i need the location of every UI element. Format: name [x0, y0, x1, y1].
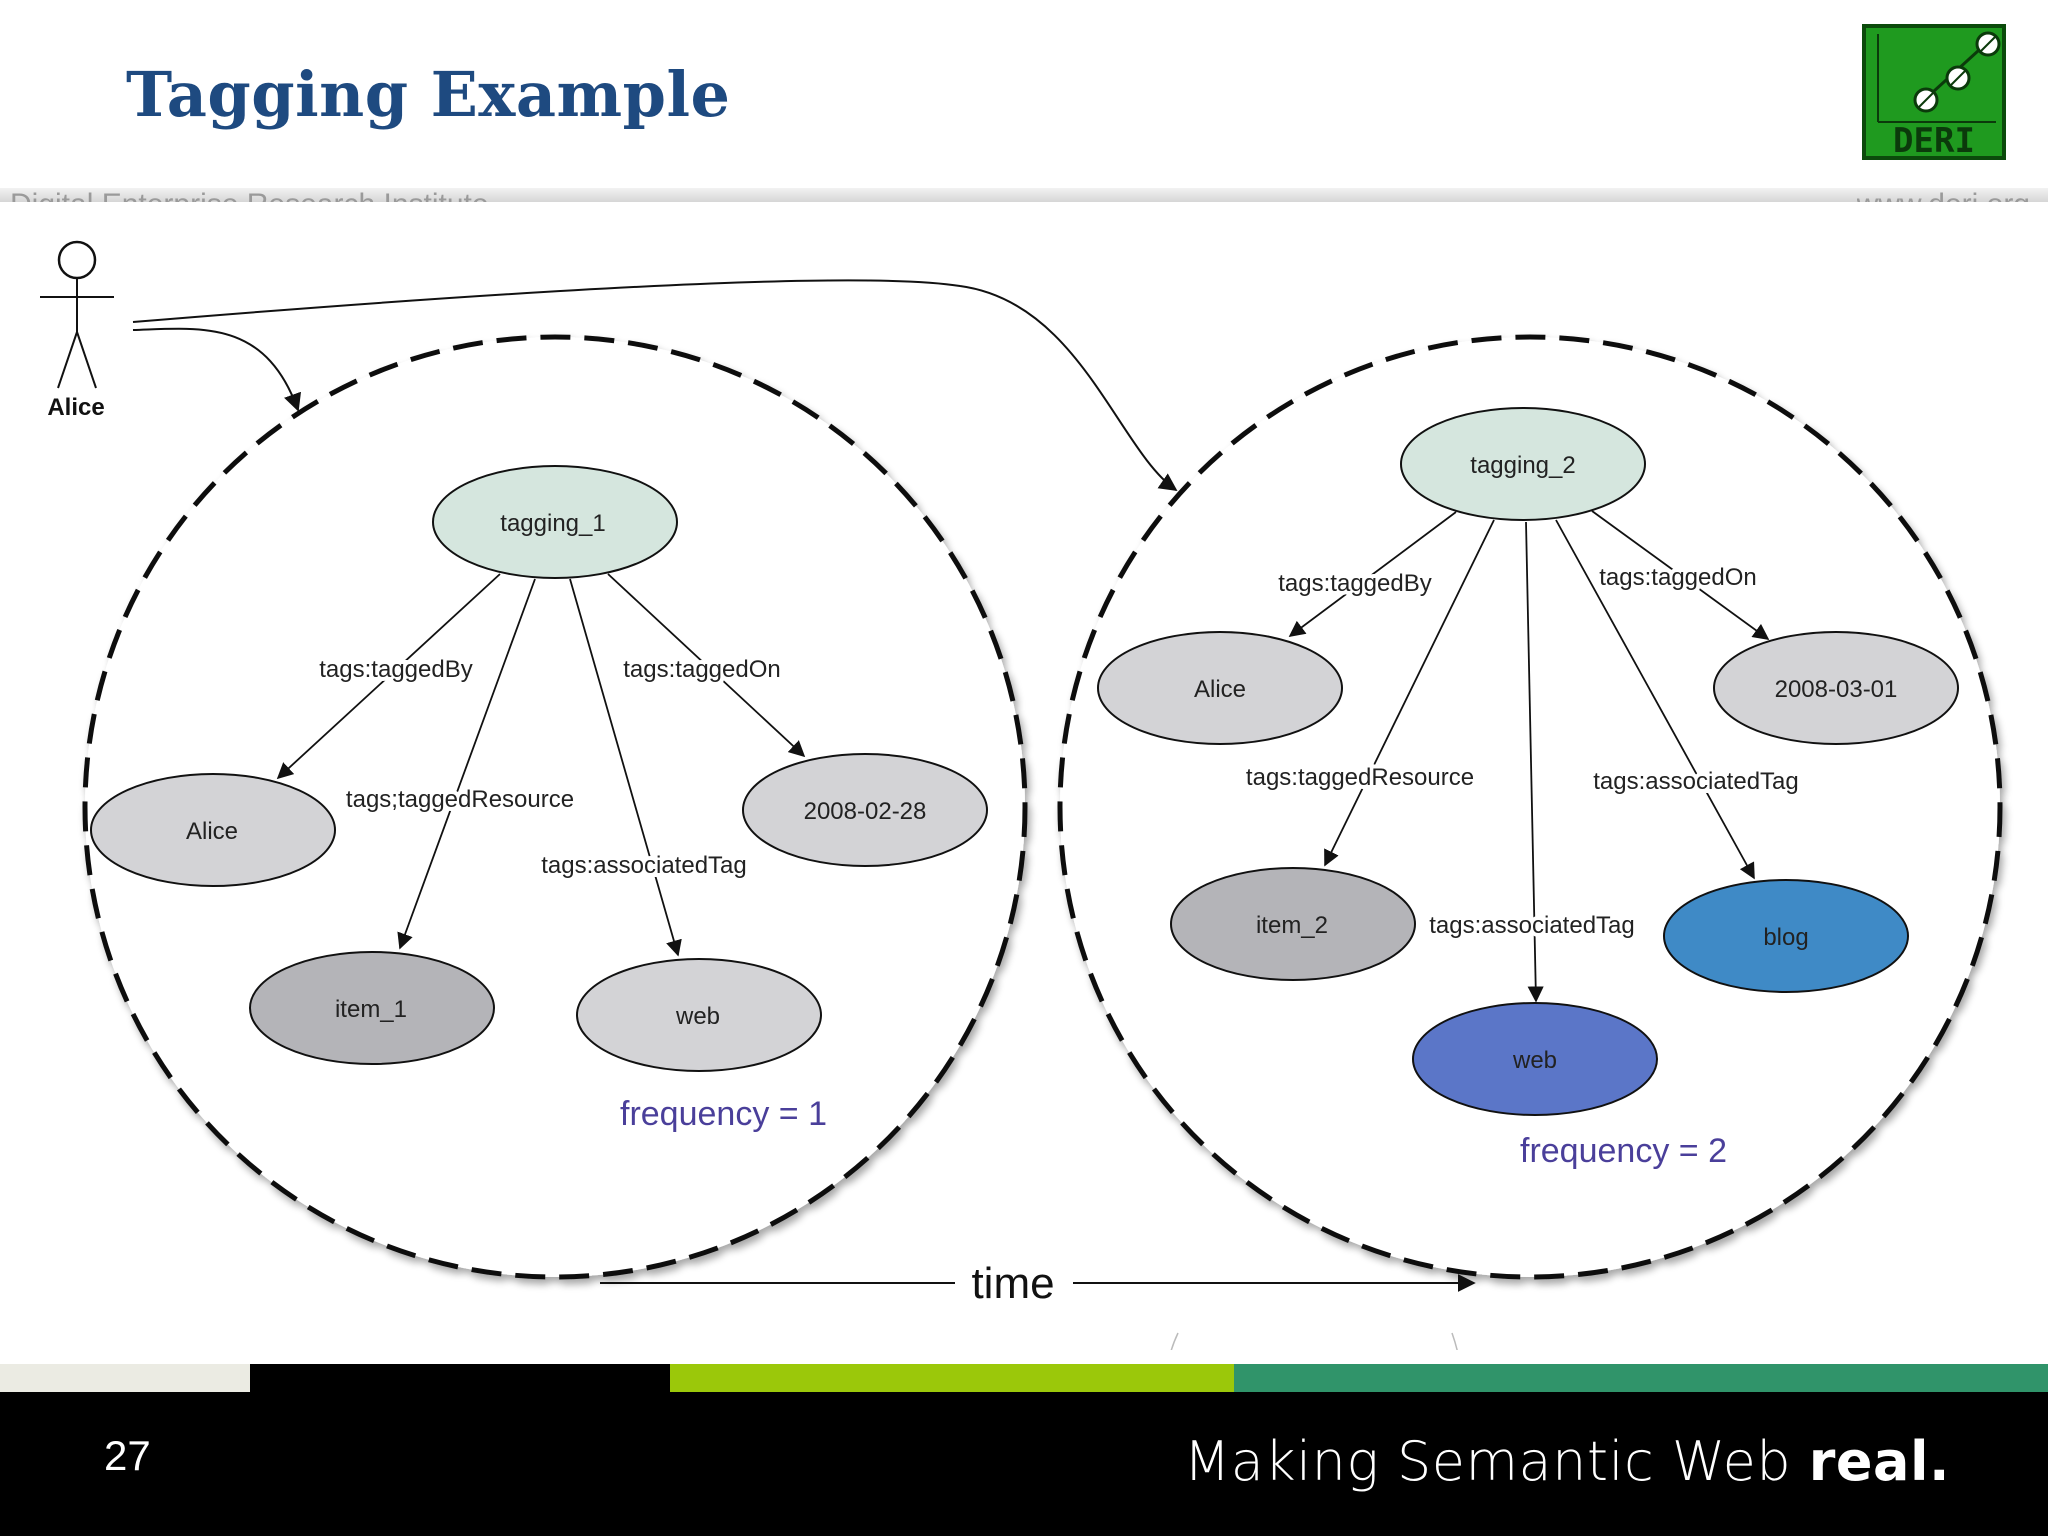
actor-arrow-1	[132, 327, 301, 412]
label-tagging-2: tagging_2	[1470, 452, 1575, 479]
edge-g2-associated-tag-1	[1525, 521, 1544, 1003]
actor-alice	[40, 240, 114, 389]
label-item-2: item_2	[1256, 912, 1328, 939]
edge-label-g1-tagged-by: tags:taggedBy	[319, 656, 472, 683]
tagging-group-2	[1057, 334, 2003, 1280]
tagline: Making Semantic Web real.	[1184, 1430, 1950, 1493]
edge-g2-associated-tag-2	[1555, 519, 1755, 880]
edge-g1-tagged-by	[276, 573, 501, 780]
frequency-1: frequency = 1	[620, 1095, 827, 1133]
node-tagging-2	[1400, 407, 1646, 521]
edge-g2-tagged-resource	[1324, 519, 1495, 867]
edge-label-g2-associated-tag-1: tags:associatedTag	[1429, 912, 1634, 939]
label-tagging-1: tagging_1	[500, 510, 605, 537]
label-g1-alice: Alice	[186, 818, 238, 845]
node-tagging-1	[432, 465, 678, 579]
actor-arrow-2	[132, 279, 1178, 492]
edge-label-g2-associated-tag-2: tags:associatedTag	[1593, 768, 1798, 795]
edge-label-g1-tagged-resource: tags;taggedResource	[346, 786, 574, 813]
label-g2-web: web	[1512, 1047, 1557, 1074]
node-g1-web	[576, 958, 822, 1072]
tagline-text: Making Semantic Web	[1183, 1430, 1809, 1493]
label-g2-date: 2008-03-01	[1775, 676, 1898, 703]
node-g1-date	[742, 753, 988, 867]
label-g1-web: web	[675, 1003, 720, 1030]
footer-stripe-lime	[670, 1364, 1234, 1392]
tagline-bold: real.	[1808, 1430, 1950, 1493]
node-g2-alice	[1097, 631, 1343, 745]
node-g2-web	[1412, 1002, 1658, 1116]
edge-g1-tagged-resource	[397, 578, 536, 950]
slide-footer: 27 Making Semantic Web real.	[0, 1392, 2048, 1536]
edge-g1-tagged-on	[607, 573, 806, 758]
tagging-diagram: Alice tagging_1 Alice 2	[40, 240, 2003, 1350]
website-url: www.deri.org	[1857, 186, 2030, 202]
edge-label-g2-tagged-resource: tags:taggedResource	[1246, 764, 1474, 791]
label-g1-date: 2008-02-28	[804, 798, 927, 825]
node-blog	[1663, 879, 1909, 993]
header-rule	[0, 188, 2048, 202]
footer-stripe-black	[250, 1364, 670, 1392]
edge-label-g1-associated-tag: tags:associatedTag	[541, 852, 746, 879]
edge-label-g2-tagged-by: tags:taggedBy	[1278, 570, 1431, 597]
faint-arc-right	[1451, 1332, 1458, 1350]
logo-text: DERI	[1893, 121, 1975, 160]
node-g2-date	[1713, 631, 1959, 745]
edge-g1-associated-tag	[569, 578, 682, 957]
footer-stripe-green	[1234, 1364, 2048, 1392]
edge-g2-tagged-by	[1288, 511, 1457, 637]
faint-arc-left	[1170, 1332, 1179, 1350]
frequency-2: frequency = 2	[1520, 1132, 1727, 1170]
page-number: 27	[104, 1432, 151, 1479]
edge-label-g1-tagged-on: tags:taggedOn	[623, 656, 780, 683]
footer-stripe-cream	[0, 1364, 250, 1392]
node-item-2	[1170, 867, 1416, 981]
time-label: time	[971, 1259, 1054, 1308]
node-item-1	[249, 951, 495, 1065]
deri-logo: DERI	[1862, 24, 2006, 160]
institute-name: Digital Enterprise Research Institute	[10, 186, 489, 202]
node-g1-alice	[90, 773, 336, 887]
edge-label-g2-tagged-on: tags:taggedOn	[1599, 564, 1756, 591]
label-blog: blog	[1763, 924, 1808, 951]
actor-label: Alice	[47, 394, 104, 421]
slide-title: Tagging Example	[126, 58, 731, 131]
edge-g2-tagged-on	[1591, 510, 1770, 640]
label-g2-alice: Alice	[1194, 676, 1246, 703]
label-item-1: item_1	[335, 996, 407, 1023]
